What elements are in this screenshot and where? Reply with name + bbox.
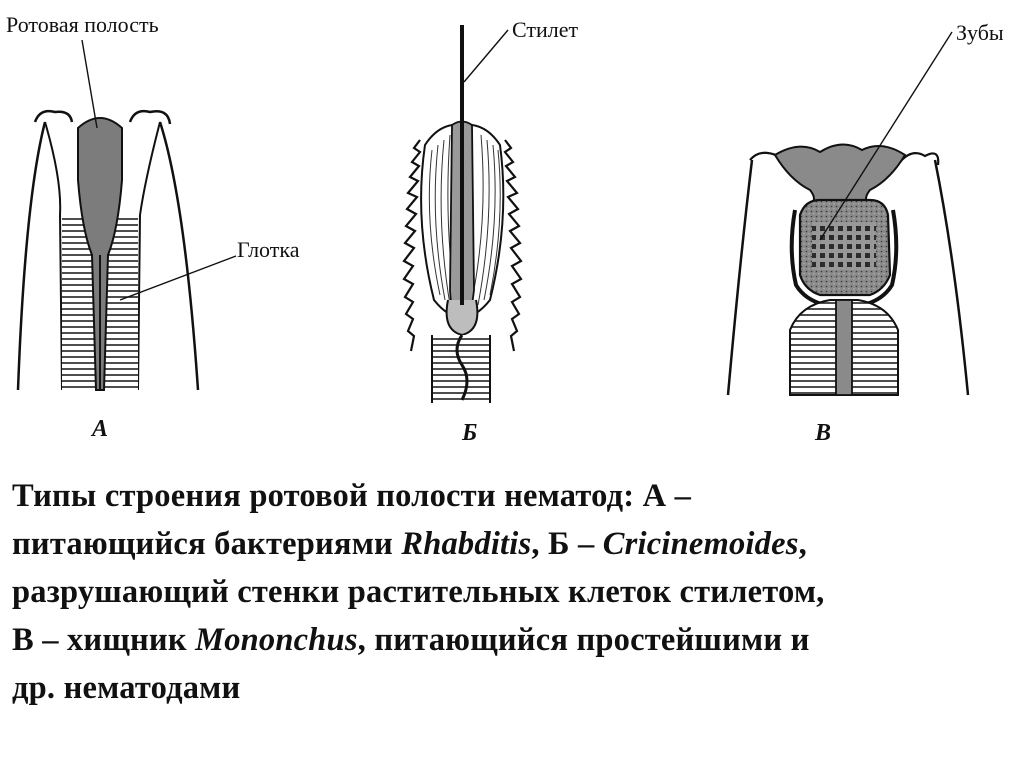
panel-c-drawing <box>726 143 970 396</box>
panel-letter-b: Б <box>461 420 477 446</box>
panel-b-drawing <box>402 25 523 403</box>
leader-lines <box>81 29 953 301</box>
label-stylet: Стилет <box>512 17 579 42</box>
panel-letter-a: А <box>90 416 108 442</box>
caption-line: Типы строения ротовой полости нематод: А… <box>12 478 692 514</box>
caption-line: В – хищник Mononchus, питающийся простей… <box>12 622 810 658</box>
panel-letter-c: В <box>814 420 831 446</box>
label-pharynx: Глотка <box>237 237 300 262</box>
figure-caption: Типы строения ротовой полости нематод: А… <box>12 472 1012 712</box>
genus-name: Mononchus <box>195 622 358 658</box>
caption-line: разрушающий стенки растительных клеток с… <box>12 574 825 610</box>
genus-name: Rhabditis <box>401 526 532 562</box>
label-mouth-cavity: Ротовая полость <box>6 12 159 37</box>
caption-line: др. нематодами <box>12 670 241 706</box>
panel-a-drawing <box>16 109 200 391</box>
genus-name: Cricinemoides <box>602 526 799 562</box>
nematode-mouth-figure: Ротовая полость Глотка Стилет Зубы А Б В <box>6 12 1004 446</box>
caption-line: питающийся бактериями Rhabditis, Б – Cri… <box>12 526 807 562</box>
label-teeth: Зубы <box>956 20 1004 45</box>
